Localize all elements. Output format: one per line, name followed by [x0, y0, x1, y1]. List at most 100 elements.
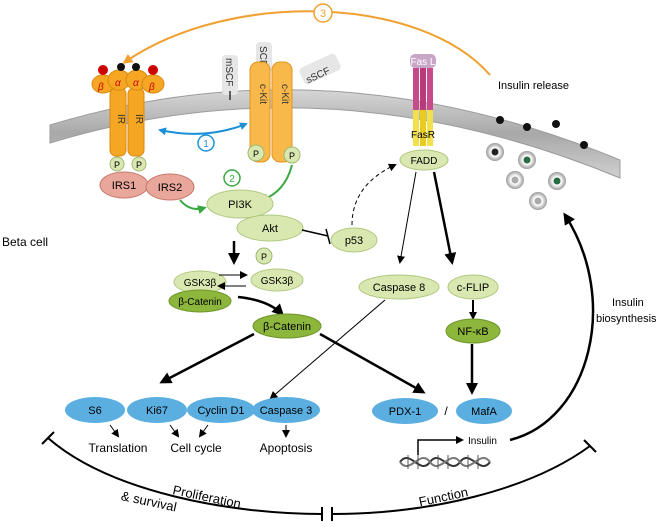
ckit-label-left: c-Kit — [257, 84, 268, 104]
step-2-label: 2 — [229, 174, 235, 185]
insulin-release-label: Insulin release — [498, 80, 569, 92]
gsk3b-label: GSK3β — [184, 278, 217, 289]
fasl-top — [410, 54, 436, 68]
sscf-ligand — [299, 53, 341, 85]
catenin-to-s6-arrow — [159, 332, 255, 384]
insulin-receptor — [91, 63, 165, 157]
caspase8-node — [358, 274, 440, 300]
akt-node — [236, 214, 304, 242]
akt-inhibits-p53-bar — [325, 228, 331, 245]
nfkb-label: NF-κB — [457, 326, 488, 338]
fadd-to-caspase8 — [397, 171, 417, 264]
fasr-label: FasR — [411, 130, 435, 141]
ckit-p-left-label: P — [253, 149, 259, 159]
akt-label: Akt — [262, 223, 278, 235]
step-1-circle — [197, 134, 215, 152]
beta-cell-label: Beta cell — [2, 235, 48, 249]
ir-label-right: IR — [133, 114, 144, 124]
s6-to-translation-arrow — [109, 424, 120, 438]
fasr-receptor — [413, 110, 433, 146]
translation-label: Translation — [89, 441, 148, 455]
biosynthesis-arrow — [509, 212, 595, 442]
proliferation-curve — [47, 437, 323, 515]
fadd-label: FADD — [411, 156, 438, 167]
crosstalk-arrow-1 — [158, 122, 248, 136]
fasl-label: Fas L — [410, 57, 435, 68]
ir-label-left: IR — [115, 114, 126, 124]
s6-node — [65, 397, 125, 423]
mafa-node — [456, 398, 512, 424]
transcription-arrow — [417, 436, 464, 455]
phospho-gsk3b-node — [250, 268, 304, 292]
ki67-node — [127, 397, 187, 423]
proliferation-curve-left-bar — [41, 431, 55, 445]
phospho-gsk3b-label: GSK3β — [261, 276, 294, 287]
step-3-label: 3 — [320, 8, 326, 20]
biosynthesis-label-1: Insulin — [612, 297, 644, 309]
ir-p-left — [109, 156, 125, 172]
caspase3-node — [252, 397, 320, 423]
scf-label: SCF — [257, 46, 268, 66]
function-curve-right-bar — [583, 439, 597, 453]
ir-p-right-label: P — [136, 160, 142, 170]
pdx1-mafa-slash: / — [444, 404, 448, 418]
cyclin-to-cellcycle-arrow — [198, 424, 209, 438]
ir-p-left-label: P — [114, 160, 120, 170]
cyclin-d1-node — [187, 397, 255, 423]
insulin-gene-label: Insulin — [468, 436, 497, 447]
ir-alpha-right: α — [133, 78, 139, 89]
ir-alpha-left: α — [115, 78, 121, 89]
akt-inhibits-p53 — [301, 229, 329, 237]
gsk3b-p — [255, 247, 273, 265]
pi3k-label: PI3K — [228, 199, 253, 211]
ir-beta-right: β — [148, 82, 155, 93]
fadd-node — [399, 149, 449, 171]
beta-catenin-label: β-Catenin — [263, 321, 311, 333]
p53-label: p53 — [345, 235, 363, 247]
cyclin-d1-label: Cyclin D1 — [197, 405, 244, 417]
irs1-label: IRS1 — [112, 180, 136, 192]
ki67-label: Ki67 — [146, 405, 168, 417]
step-2-circle — [223, 169, 241, 187]
gsk3b-to-catenin-arrow — [237, 295, 285, 317]
ckit-p-left — [247, 144, 265, 162]
mscf-label: mSCF — [223, 58, 234, 86]
pi3k-node — [206, 189, 274, 219]
s6-label: S6 — [88, 405, 101, 417]
dna-helix-icon — [399, 455, 491, 469]
caspase3-label: Caspase 3 — [260, 405, 313, 417]
ckit-label-right: c-Kit — [279, 84, 290, 104]
catenin-to-pdx1-arrow — [319, 332, 426, 394]
ir-beta-left: β — [97, 82, 104, 93]
caspase8-to-caspase3-arrow — [269, 299, 386, 400]
ckit-p-right — [283, 146, 301, 164]
proliferation-label-1: Proliferation — [171, 482, 242, 511]
gsk3b-p-label: P — [261, 252, 267, 262]
p53-to-fadd-arrow — [351, 163, 397, 226]
ir-p-right — [131, 156, 147, 172]
pdx1-node — [372, 398, 438, 424]
beta-catenin-bound-node — [168, 289, 232, 313]
caspase8-label: Caspase 8 — [373, 282, 426, 294]
ckit-p-right-label: P — [289, 151, 295, 161]
pdx1-label: PDX-1 — [389, 406, 421, 418]
fadd-to-cflip — [432, 171, 457, 265]
mscf-ligand — [222, 55, 238, 95]
step-3-circle — [313, 3, 333, 23]
step-1-label: 1 — [203, 139, 209, 150]
cflip-label: c-FLIP — [457, 282, 489, 294]
biosynthesis-label-2: biosynthesis — [596, 313, 657, 325]
irs-to-pi3k-arrow — [179, 199, 207, 214]
irs2-label: IRS2 — [158, 182, 182, 194]
beta-catenin-bound-label: β-Catenin — [178, 297, 222, 308]
ki67-to-cellcycle-arrow — [169, 424, 180, 438]
proliferation-label-2: & survival — [120, 488, 178, 514]
cflip-node — [447, 274, 499, 300]
ckit-to-pi3k-arrow — [259, 164, 293, 203]
apoptosis-label: Apoptosis — [260, 441, 313, 455]
function-curve — [331, 445, 591, 515]
p53-node — [330, 227, 378, 253]
mafa-label: MafA — [471, 406, 497, 418]
cell-cycle-label: Cell cycle — [170, 441, 222, 455]
